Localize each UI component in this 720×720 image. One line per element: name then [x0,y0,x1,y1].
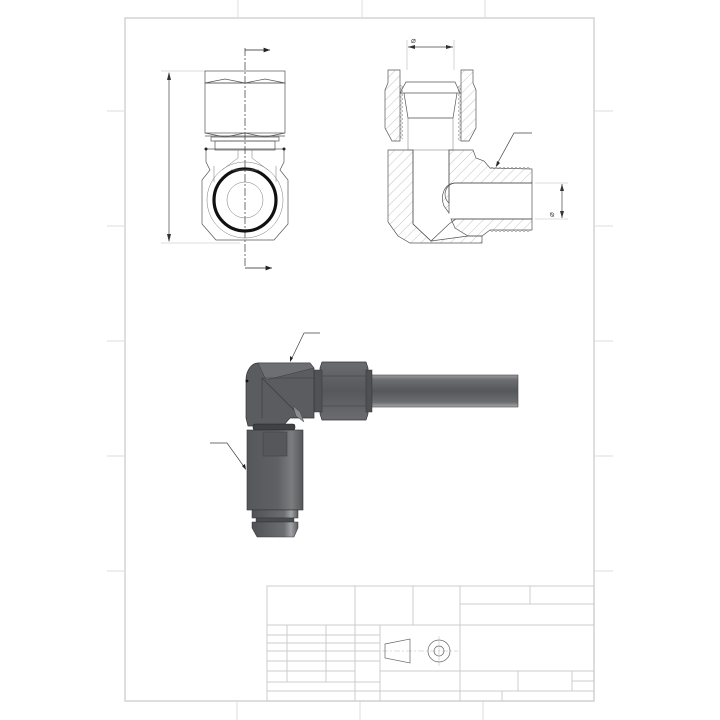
diameter-label-top: ⌀ [411,36,416,45]
compression-nut-right [319,361,369,421]
projection-symbol [382,636,458,666]
iso-view [210,332,519,538]
title-block [266,585,595,702]
sheet-frame [107,0,613,720]
section-view: ⌀ ⌀ [384,36,568,244]
front-view [161,47,289,271]
port-thick-ring [212,167,278,233]
diameter-label-right: ⌀ [547,212,556,217]
tube [367,374,519,408]
